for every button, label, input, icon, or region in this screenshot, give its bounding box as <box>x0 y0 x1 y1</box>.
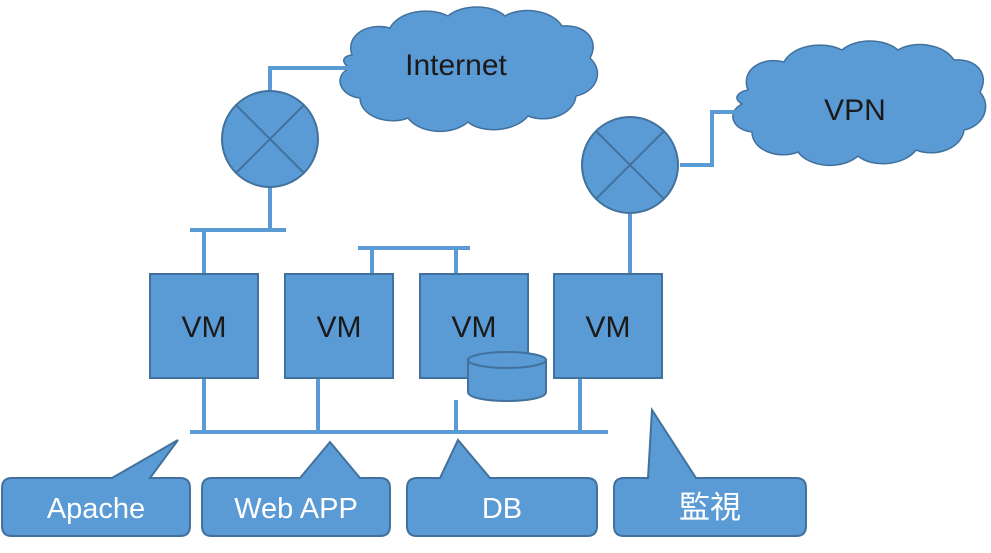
callout-db: DB <box>406 438 598 537</box>
cloud-icon <box>339 6 599 133</box>
vm-box-4: VM <box>553 273 663 379</box>
callout-webapp-label: Web APP <box>234 493 358 525</box>
vm-label: VM <box>586 311 631 344</box>
vm-label: VM <box>182 311 227 344</box>
vpn-cloud: VPN <box>732 40 987 167</box>
internet-cloud: Internet <box>339 6 599 133</box>
router-internet <box>221 90 319 188</box>
callout-webapp: Web APP <box>201 440 391 537</box>
callout-apache-label: Apache <box>47 493 145 525</box>
callout-apache: Apache <box>1 439 191 537</box>
callout-db-label: DB <box>482 493 522 525</box>
internet-label: Internet <box>405 49 507 82</box>
vm-label: VM <box>452 311 497 344</box>
vm-box-2: VM <box>284 273 394 379</box>
callout-monitor-label: 監視 <box>679 490 741 525</box>
router-vpn <box>581 116 679 214</box>
vm-label: VM <box>317 311 362 344</box>
vpn-uplink <box>680 110 740 167</box>
vm-box-1: VM <box>149 273 259 379</box>
cloud-icon <box>732 40 987 167</box>
callout-monitor: 監視 <box>613 406 807 537</box>
network-wires <box>190 66 740 434</box>
vpn-label: VPN <box>824 94 886 127</box>
database-icon <box>467 351 547 402</box>
internet-uplink <box>268 66 356 96</box>
